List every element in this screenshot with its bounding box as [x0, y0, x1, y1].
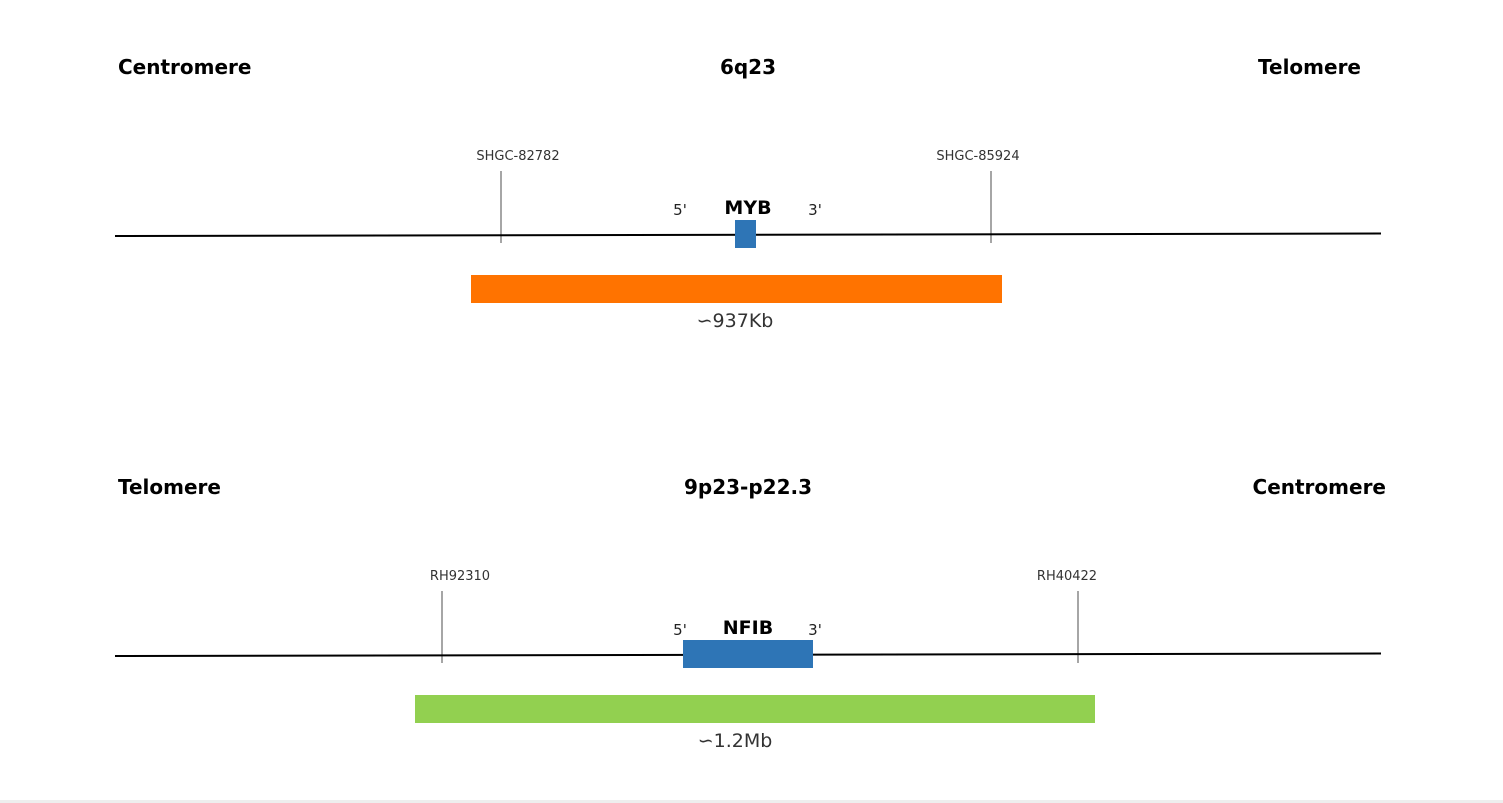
span-bar — [415, 695, 1095, 723]
gene-box — [683, 640, 813, 668]
marker-left-label: SHGC-82782 — [476, 149, 559, 164]
right-end-label: Telomere — [1258, 55, 1361, 79]
three-prime-label: 3' — [808, 201, 822, 219]
five-prime-label: 5' — [673, 201, 687, 219]
marker-right-label: RH40422 — [1037, 569, 1097, 584]
gene-name-label: NFIB — [723, 617, 773, 639]
span-bar — [471, 275, 1002, 303]
right-end-label: Centromere — [1253, 475, 1386, 499]
panel-nfib: Telomere 9p23-p22.3 Centromere RH92310 R… — [114, 475, 1386, 752]
five-prime-label: 5' — [673, 621, 687, 639]
bottom-border — [0, 800, 1503, 803]
left-end-label: Telomere — [118, 475, 221, 499]
panel-myb: Centromere 6q23 Telomere SHGC-82782 SHGC… — [114, 55, 1382, 332]
marker-left-label: RH92310 — [430, 569, 490, 584]
region-label: 9p23-p22.3 — [684, 475, 812, 499]
span-size-label: ∽1.2Mb — [698, 730, 773, 752]
span-size-label: ∽937Kb — [697, 310, 774, 332]
gene-box — [735, 220, 756, 248]
marker-right-label: SHGC-85924 — [936, 149, 1019, 164]
left-end-label: Centromere — [118, 55, 251, 79]
three-prime-label: 3' — [808, 621, 822, 639]
gene-name-label: MYB — [724, 197, 771, 219]
region-label: 6q23 — [720, 55, 776, 79]
